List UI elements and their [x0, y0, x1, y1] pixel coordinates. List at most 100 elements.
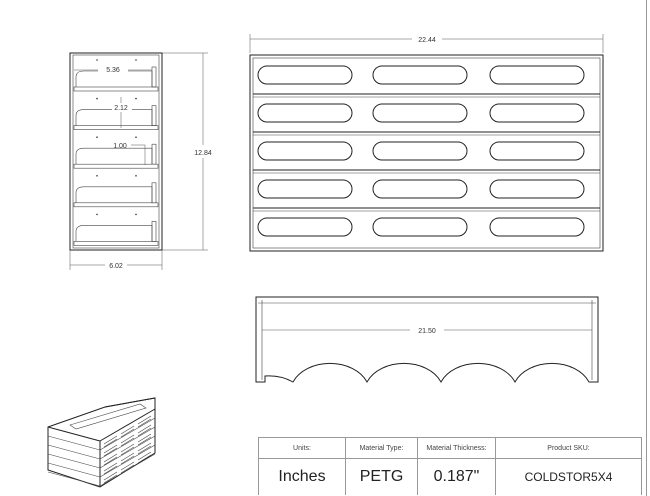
iso-slot	[137, 445, 152, 455]
iso-row-line	[99, 417, 156, 451]
shelf	[73, 86, 159, 92]
rivet	[96, 213, 98, 216]
iso-row-line	[47, 435, 101, 451]
units-label: Units:	[259, 438, 346, 459]
sheet-border	[646, 0, 647, 496]
shelf-end	[151, 105, 157, 126]
rivet	[96, 175, 98, 177]
ventilation-slot	[489, 65, 585, 85]
rivet	[96, 97, 98, 100]
iso-slot	[120, 437, 135, 447]
shelf-lip	[75, 147, 153, 165]
rivet	[96, 136, 98, 138]
iso-slot	[120, 464, 135, 474]
iso-slot	[103, 474, 118, 484]
iso-slot	[137, 436, 152, 446]
iso-slot	[120, 428, 135, 438]
side-view: 5.36 2.12 1.00 12.84 6.02	[69, 52, 212, 270]
shelf	[73, 202, 159, 208]
ventilation-slot	[372, 65, 468, 85]
shelf-lip	[75, 186, 153, 203]
front-view: 22.44	[249, 34, 604, 252]
ventilation-slot	[257, 103, 353, 123]
shelf	[73, 163, 159, 169]
shelf	[73, 125, 159, 130]
iso-slot	[120, 425, 135, 435]
shelf-end	[151, 221, 157, 242]
isometric-view	[47, 397, 156, 488]
iso-slot	[137, 433, 152, 443]
iso-slot	[103, 471, 118, 481]
title-block: Units: Material Type: Material Thickness…	[258, 437, 642, 495]
sku-label: Product SKU:	[496, 438, 641, 459]
iso-row-line	[47, 471, 101, 487]
iso-slot	[137, 454, 152, 464]
iso-slot	[103, 465, 118, 475]
ventilation-slot	[489, 217, 585, 237]
shelf-end	[151, 143, 157, 165]
ventilation-slot	[257, 65, 353, 85]
iso-slot	[137, 451, 152, 461]
ventilation-slot	[489, 179, 585, 199]
ventilation-slot	[372, 103, 468, 123]
shelf	[73, 241, 159, 246]
iso-slot	[137, 418, 152, 428]
ventilation-slot	[372, 217, 468, 237]
shelf-lip	[75, 109, 153, 126]
iso-row-line	[99, 444, 156, 478]
sku-value: COLDSTOR5X4	[524, 470, 613, 484]
iso-row-line	[47, 462, 101, 478]
dim-lip-height: 1.00	[113, 143, 127, 150]
iso-slot	[137, 424, 152, 434]
shelf-lip	[75, 70, 153, 87]
iso-slot	[120, 455, 135, 465]
rivet	[135, 136, 137, 138]
bottom-view: 21.50	[255, 296, 599, 384]
shelf-end	[151, 66, 157, 88]
iso-slot	[137, 415, 152, 425]
iso-row-line	[99, 453, 156, 487]
ventilation-slot	[372, 179, 468, 199]
iso-slot	[103, 462, 118, 472]
iso-slot	[120, 434, 135, 444]
thickness-label: Material Thickness:	[418, 438, 496, 459]
iso-slot	[120, 446, 135, 456]
dim-side-width: 6.02	[109, 263, 123, 270]
iso-slot	[103, 444, 118, 454]
iso-slot	[103, 435, 118, 445]
iso-slot	[103, 447, 118, 457]
iso-row-line	[47, 444, 101, 460]
ventilation-slot	[257, 179, 353, 199]
iso-slot	[120, 443, 135, 453]
material-type-value: PETG	[346, 459, 418, 495]
iso-slot	[120, 452, 135, 462]
iso-slot	[137, 442, 152, 452]
rivet	[135, 175, 137, 177]
ventilation-slot	[489, 141, 585, 161]
iso-slot	[103, 453, 118, 463]
material-type-label: Material Type:	[346, 438, 418, 459]
iso-row-line	[47, 453, 101, 469]
ventilation-slot	[489, 103, 585, 123]
iso-slot	[103, 456, 118, 466]
ventilation-slot	[372, 141, 468, 161]
rivet	[135, 97, 137, 100]
shelf-end	[151, 182, 157, 204]
iso-slot	[120, 461, 135, 471]
thickness-value: 0.187"	[418, 459, 496, 495]
dim-front-width: 22.44	[418, 37, 436, 44]
ventilation-slot	[257, 141, 353, 161]
rivet	[135, 213, 137, 216]
dim-height: 12.84	[194, 150, 212, 157]
iso-row-line	[99, 426, 156, 460]
iso-slot	[103, 438, 118, 448]
rivet	[96, 59, 98, 61]
units-value: Inches	[259, 459, 346, 495]
dim-shelf-spacing: 2.12	[114, 105, 128, 112]
rivet	[135, 59, 137, 61]
iso-row-line	[99, 435, 156, 469]
dim-bottom-width: 21.50	[418, 328, 436, 335]
iso-slot	[137, 427, 152, 437]
dim-side-inner-width: 5.36	[106, 67, 120, 74]
